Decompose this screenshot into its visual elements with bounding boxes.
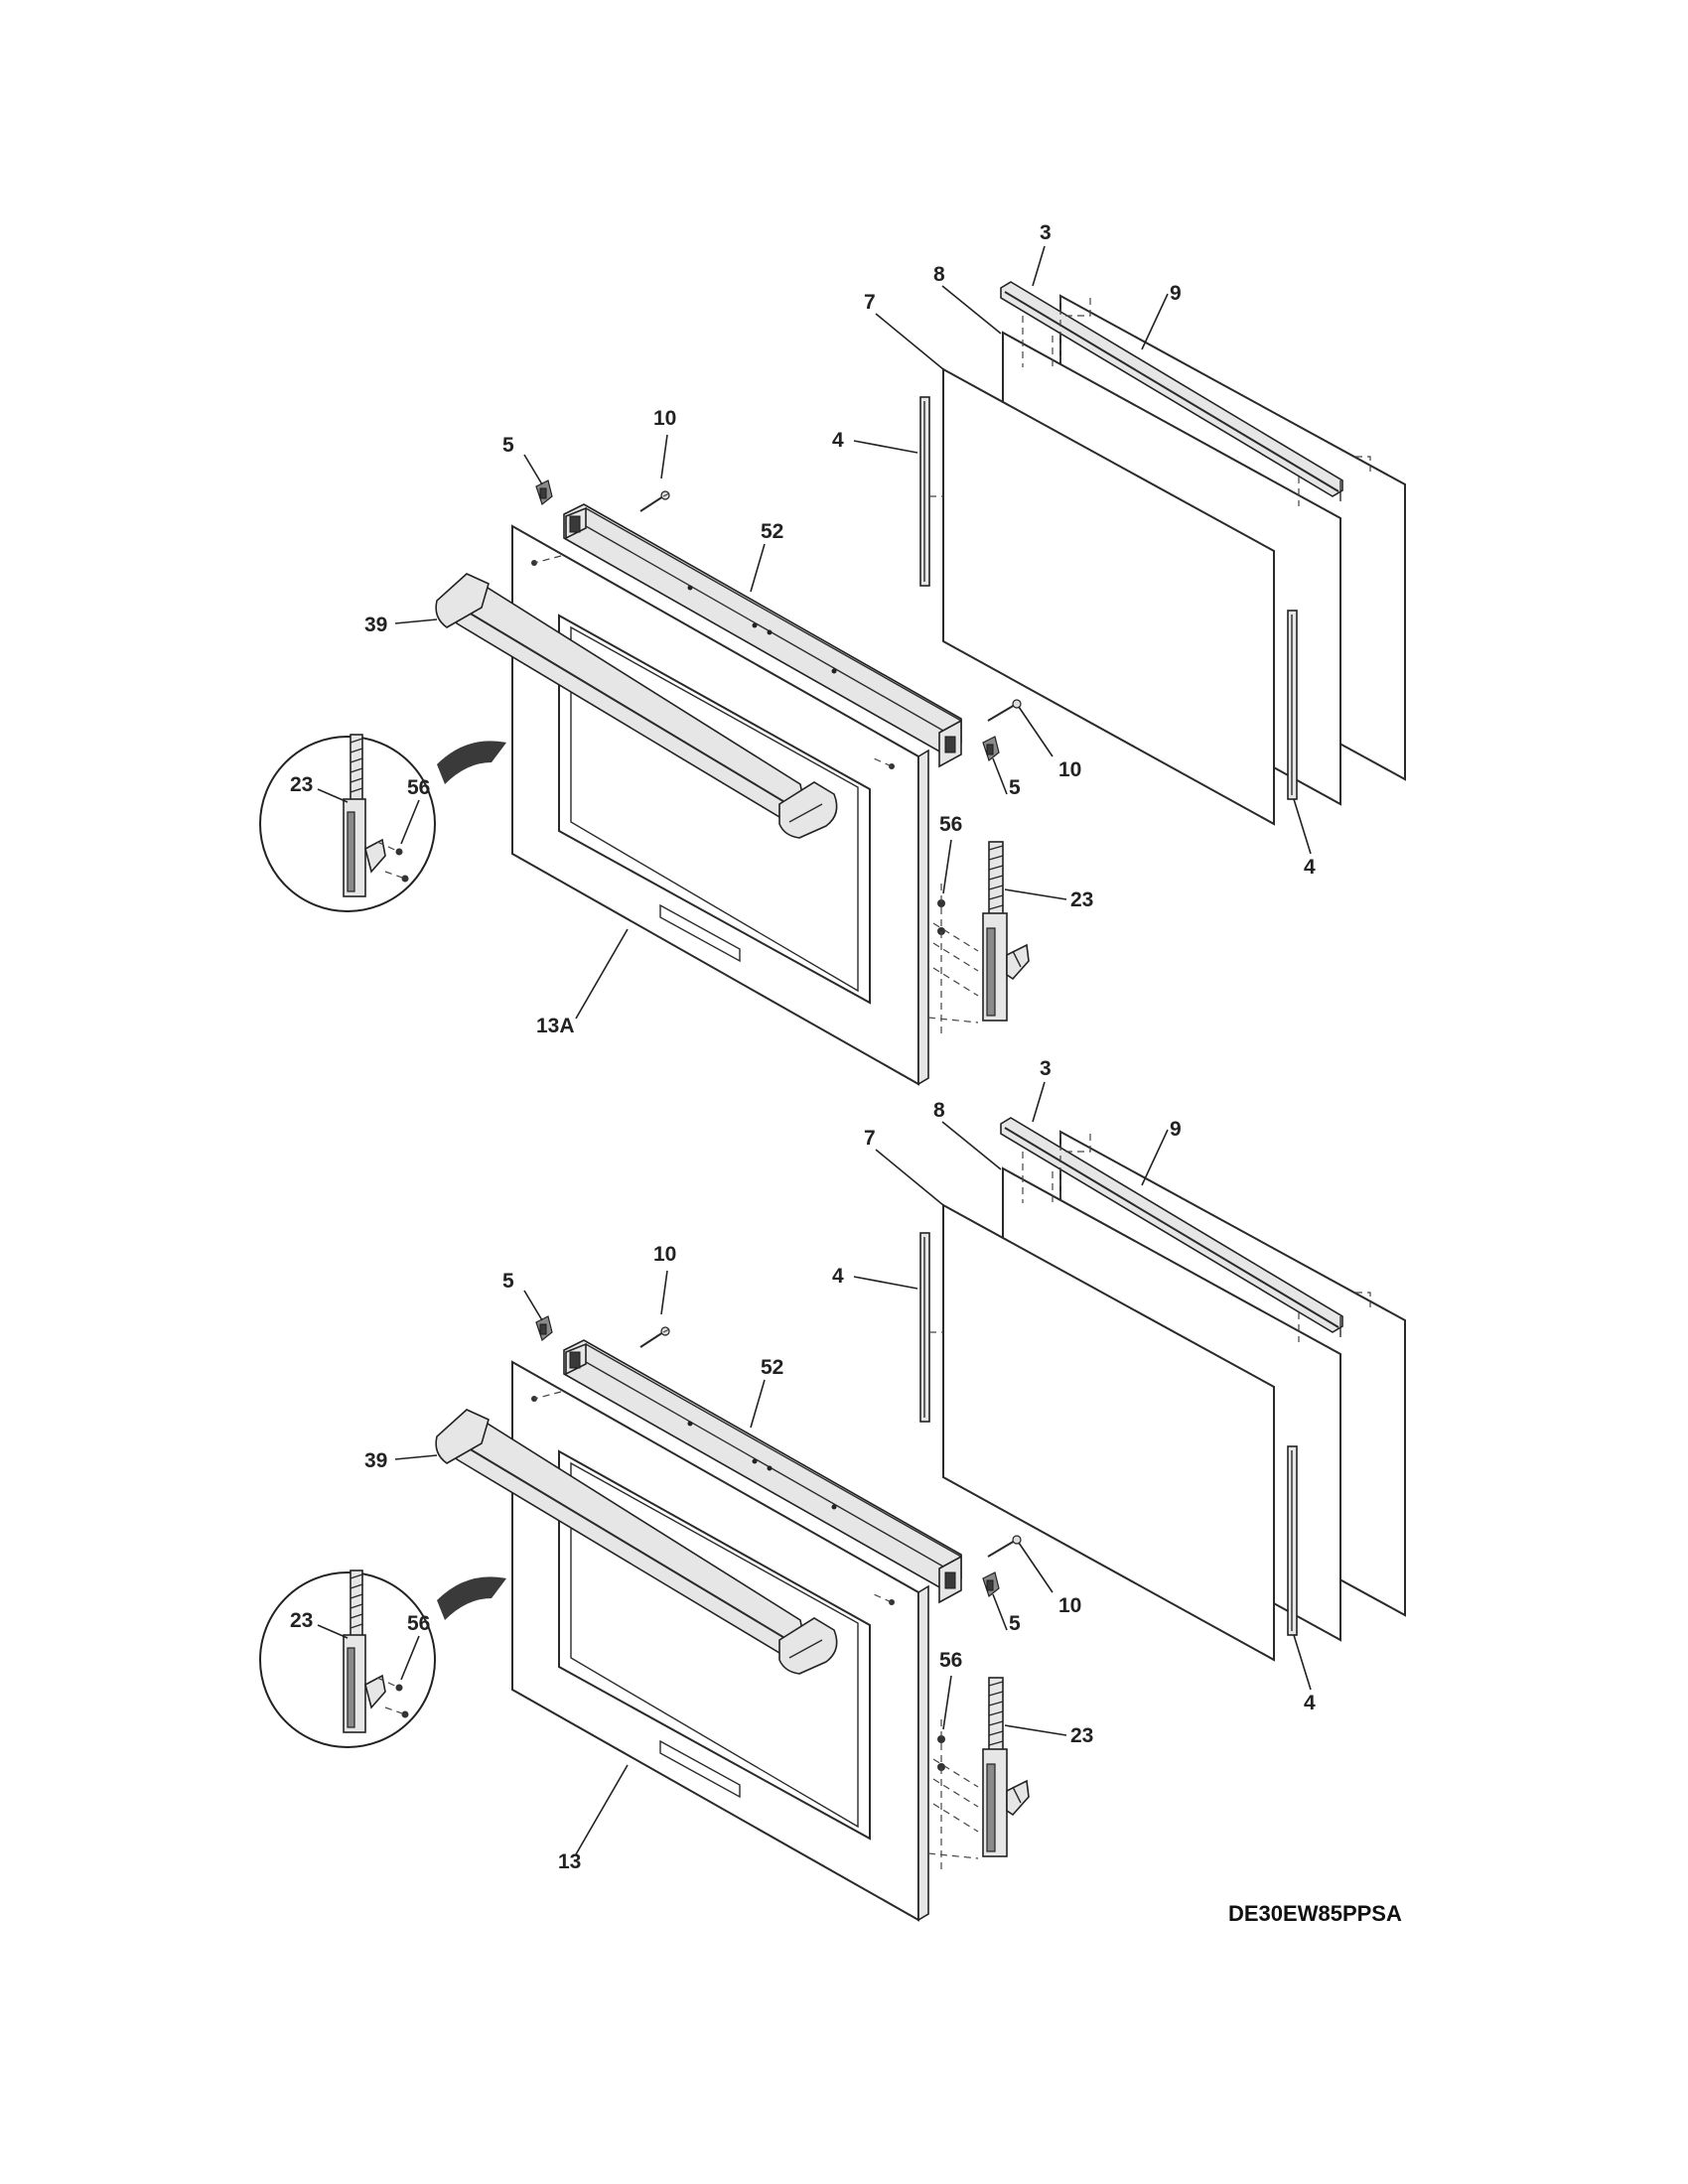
callout-trim-3: 3	[1040, 1057, 1052, 1080]
callout-screw-left: 10	[653, 407, 676, 430]
callout-clip-right: 5	[1009, 1612, 1021, 1635]
callout-panel-8: 8	[933, 263, 945, 286]
callout-screw-left: 10	[653, 1243, 676, 1266]
callout-screw-right: 10	[1058, 1594, 1081, 1617]
door-assembly-13a: 3 8 9 7 4 4 5 5 10 10 52 39 23 56 23 56 …	[259, 221, 1406, 1085]
callout-hinge-23: 23	[1070, 888, 1093, 911]
callout-panel-9: 9	[1170, 1118, 1182, 1141]
callout-panel-8: 8	[933, 1099, 945, 1122]
callout-trim-3: 3	[1040, 221, 1052, 244]
callout-channel-right: 4	[1304, 856, 1316, 879]
callout-clip-left: 5	[502, 434, 514, 457]
callout-clip-left: 5	[502, 1270, 514, 1293]
callout-door-13: 13	[558, 1850, 581, 1873]
callout-panel-7: 7	[864, 291, 876, 314]
callout-screw-56: 56	[939, 1649, 962, 1672]
callout-channel-left: 4	[832, 1265, 844, 1288]
callout-hinge-detail-23: 23	[290, 1609, 313, 1632]
callout-panel-9: 9	[1170, 282, 1182, 305]
callout-screw-right: 10	[1058, 758, 1081, 781]
callout-handle-39: 39	[364, 614, 387, 636]
callout-screw-detail-56: 56	[407, 776, 430, 799]
callout-hinge-detail-23: 23	[290, 773, 313, 796]
model-number: DE30EW85PPSA	[1228, 1901, 1402, 1926]
callout-hinge-23: 23	[1070, 1724, 1093, 1747]
callout-channel-left: 4	[832, 429, 844, 452]
door-assembly-13: 3 8 9 7 4 4 5 5 10 10 52 39 23 56 23 56 …	[259, 1057, 1406, 1921]
callout-screw-56: 56	[939, 813, 962, 836]
callout-frame-52: 52	[761, 520, 783, 543]
callout-frame-52: 52	[761, 1356, 783, 1379]
callout-screw-detail-56: 56	[407, 1612, 430, 1635]
callout-handle-39: 39	[364, 1449, 387, 1472]
callout-panel-7: 7	[864, 1127, 876, 1150]
callout-door-13a: 13A	[536, 1015, 575, 1037]
callout-clip-right: 5	[1009, 776, 1021, 799]
callout-channel-right: 4	[1304, 1692, 1316, 1714]
